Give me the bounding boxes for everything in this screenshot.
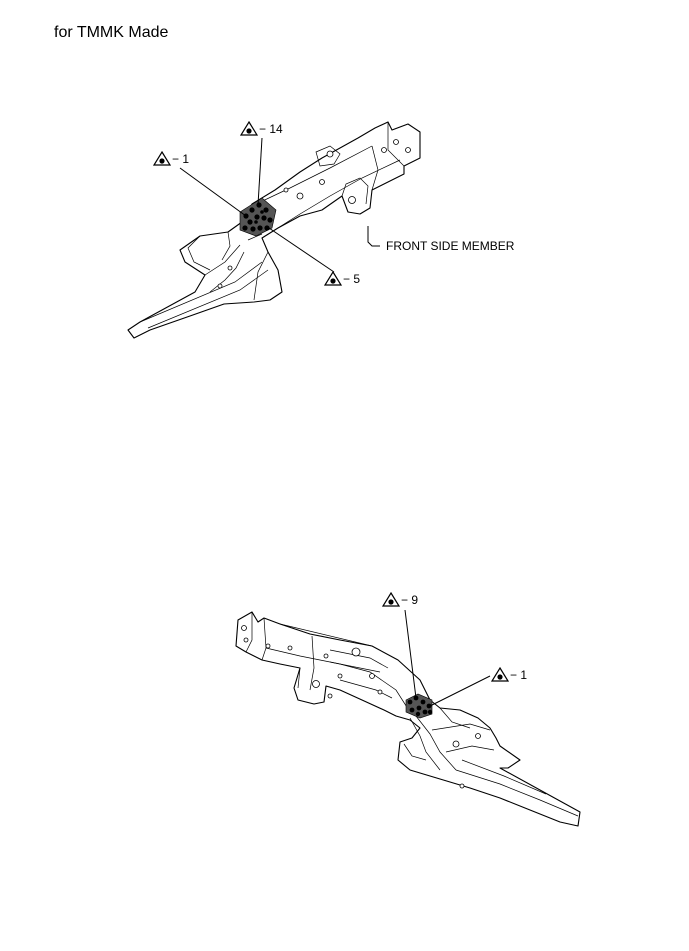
weld-callout-9-bottom: − 9 — [382, 592, 418, 607]
callout-count: − 1 — [172, 152, 189, 166]
weld-callout-14-top: − 14 — [240, 121, 283, 136]
page-title: for TMMK Made — [54, 24, 169, 41]
weld-spot-cluster-bottom — [405, 693, 433, 719]
callout-count: − 5 — [343, 272, 360, 286]
weld-callout-1-bottom: − 1 — [491, 667, 527, 682]
callout-count: − 9 — [401, 593, 418, 607]
part-label: FRONT SIDE MEMBER — [386, 239, 515, 253]
weld-callout-1-top: − 1 — [153, 151, 189, 166]
spot-weld-symbol-icon — [491, 667, 509, 682]
spot-weld-symbol-icon — [240, 121, 258, 136]
spot-weld-symbol-icon — [382, 592, 400, 607]
front-side-member-bottom-view — [235, 611, 581, 827]
callout-count: − 14 — [259, 122, 283, 136]
spot-weld-symbol-icon — [153, 151, 171, 166]
callout-count: − 1 — [510, 668, 527, 682]
weld-callout-5-top: − 5 — [324, 271, 360, 286]
front-side-member-top-view — [127, 121, 421, 339]
spot-weld-symbol-icon — [324, 271, 342, 286]
